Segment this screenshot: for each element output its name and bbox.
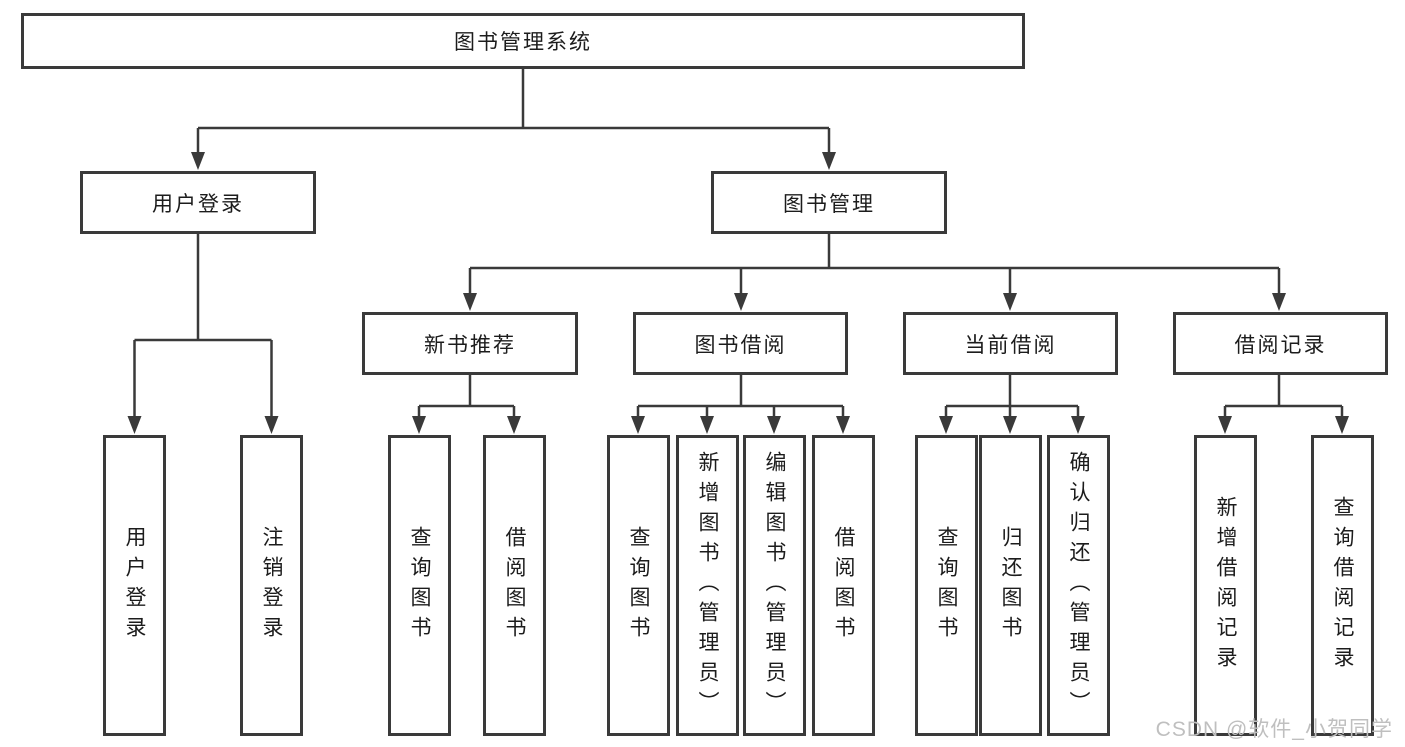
node-new-book-rec-label: 新书推荐	[424, 333, 516, 357]
connector-root-branch	[196, 68, 831, 154]
connector-user-login-branch	[133, 234, 273, 418]
node-leaf-borrow-borrow-label: 借阅图书	[832, 525, 855, 646]
watermark: CSDN @软件_小贺同学	[1155, 718, 1393, 741]
node-leaf-logout-label: 注销登录	[260, 525, 283, 646]
node-book-mgmt-label: 图书管理	[783, 192, 875, 216]
node-leaf-borrow-add-label: 新增图书（管理员）	[696, 450, 719, 721]
node-borrow-records-label: 借阅记录	[1234, 333, 1327, 357]
node-leaf-current-confirm-label: 确认归还（管理员）	[1067, 450, 1090, 721]
arrowheads-new-book-branch	[412, 416, 521, 434]
node-leaf-borrow-borrow: 借阅图书	[812, 435, 875, 736]
node-root-label: 图书管理系统	[454, 31, 592, 54]
node-leaf-newbook-borrow-label: 借阅图书	[503, 525, 526, 646]
node-leaf-logout: 注销登录	[240, 435, 303, 736]
arrowheads-root-branch	[191, 152, 836, 170]
arrowheads-user-login-branch	[127, 416, 279, 434]
node-leaf-record-query-label: 查询借阅记录	[1331, 495, 1354, 676]
arrowheads-borrow-records-branch	[1218, 416, 1349, 434]
node-leaf-current-return: 归还图书	[979, 435, 1042, 736]
node-book-borrow: 图书借阅	[633, 312, 848, 375]
arrowheads-book-borrow-branch	[631, 416, 850, 434]
arrowheads-book-mgmt-branch	[463, 293, 1286, 311]
node-leaf-user-login-label: 用户登录	[123, 525, 146, 646]
node-leaf-current-query: 查询图书	[915, 435, 978, 736]
node-leaf-record-add: 新增借阅记录	[1194, 435, 1257, 736]
node-leaf-borrow-query-label: 查询图书	[627, 525, 650, 646]
connector-new-book-branch	[417, 375, 516, 418]
node-current-borrow-label: 当前借阅	[964, 333, 1057, 357]
node-leaf-current-confirm: 确认归还（管理员）	[1047, 435, 1110, 736]
node-current-borrow: 当前借阅	[903, 312, 1118, 375]
node-leaf-record-query: 查询借阅记录	[1311, 435, 1374, 736]
node-book-mgmt: 图书管理	[711, 171, 947, 234]
node-user-login: 用户登录	[80, 171, 316, 234]
node-leaf-newbook-query: 查询图书	[388, 435, 451, 736]
node-book-borrow-label: 图书借阅	[694, 333, 787, 357]
connector-borrow-records-branch	[1223, 375, 1344, 418]
node-leaf-borrow-add: 新增图书（管理员）	[676, 435, 739, 736]
node-new-book-rec: 新书推荐	[362, 312, 578, 375]
node-leaf-newbook-borrow: 借阅图书	[483, 435, 546, 736]
node-root: 图书管理系统	[21, 13, 1025, 69]
connector-current-borrow-branch	[944, 375, 1080, 418]
node-leaf-borrow-edit-label: 编辑图书（管理员）	[763, 450, 786, 721]
node-leaf-user-login: 用户登录	[103, 435, 166, 736]
connector-book-borrow-branch	[636, 375, 845, 418]
node-leaf-borrow-edit: 编辑图书（管理员）	[743, 435, 806, 736]
arrowheads-current-borrow-branch	[939, 416, 1085, 434]
node-leaf-current-query-label: 查询图书	[935, 525, 958, 646]
node-leaf-newbook-query-label: 查询图书	[408, 525, 431, 646]
node-borrow-records: 借阅记录	[1173, 312, 1388, 375]
node-leaf-record-add-label: 新增借阅记录	[1214, 495, 1237, 676]
node-leaf-borrow-query: 查询图书	[607, 435, 670, 736]
connector-book-mgmt-branch	[468, 234, 1281, 295]
node-user-login-label: 用户登录	[152, 192, 244, 216]
node-leaf-current-return-label: 归还图书	[999, 525, 1022, 646]
